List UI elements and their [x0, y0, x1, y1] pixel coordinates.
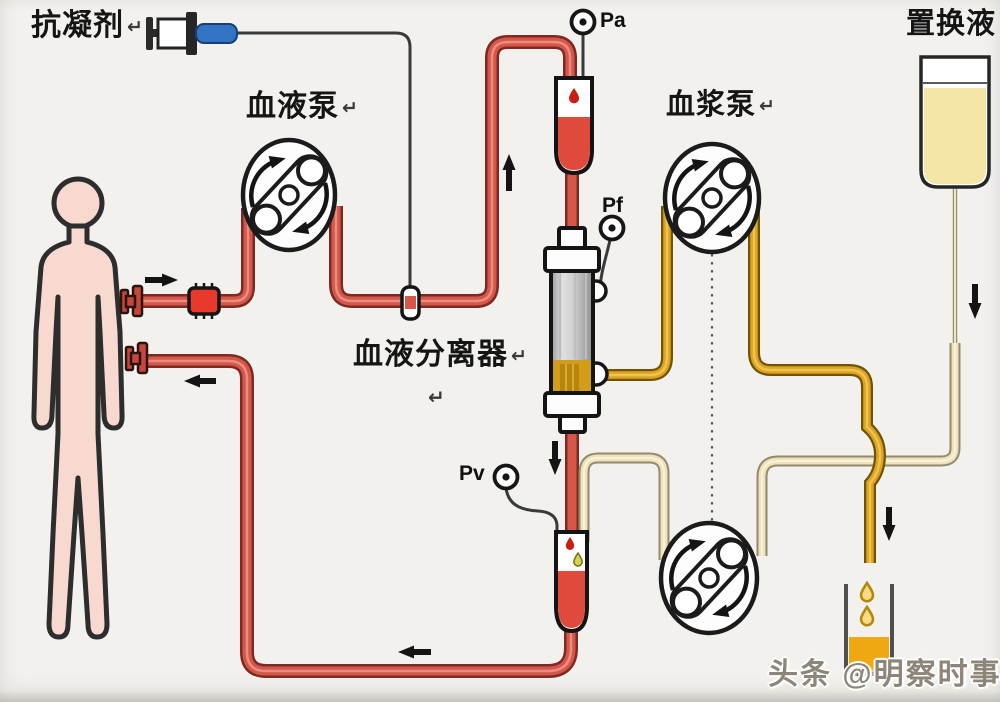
pv-gauge-line	[504, 487, 559, 540]
label-anticoagulant-text: 抗凝剂	[31, 9, 124, 42]
blood-separator-column	[543, 226, 609, 434]
plasma-pump-upper-icon	[662, 141, 762, 255]
label-blood-pump: 血液泵↵	[246, 92, 358, 122]
bottom-edge-shading	[0, 690, 1000, 702]
label-plasma-pump: 血浆泵↵	[666, 91, 775, 120]
return-mark-icon: ↵	[759, 96, 775, 117]
patient-head	[51, 176, 105, 230]
pa-gauge-icon	[569, 8, 597, 36]
pressure-gauges	[492, 8, 626, 491]
separator-bottom-cap	[543, 391, 601, 418]
label-pf: Pf	[602, 194, 623, 217]
pv-gauge-icon	[492, 463, 520, 491]
separator-top-cap	[543, 246, 601, 273]
label-pa: Pa	[600, 9, 626, 32]
label-replacement-fluid: 置换液	[906, 10, 996, 39]
plasma-drop-icon	[573, 551, 583, 567]
return-mark-icon: ↵	[342, 98, 358, 119]
patient-access-return-connector	[124, 341, 149, 375]
venous-drip-chamber	[554, 530, 589, 634]
label-replacement-fluid-text: 置换液	[906, 8, 997, 40]
return-mark-icon: ↵	[428, 387, 445, 409]
blood-drop-icon	[569, 88, 579, 104]
label-pv: Pv	[459, 462, 485, 485]
pf-gauge-icon	[598, 214, 626, 242]
return-mark-icon: ↵	[127, 17, 143, 38]
replacement-tubing	[578, 186, 961, 560]
waste-fluid	[849, 637, 889, 672]
blood-pump-icon	[240, 137, 338, 253]
replacement-fluid-bag	[919, 55, 991, 189]
label-anticoagulant: 抗凝剂↵	[31, 11, 143, 41]
waste-drop-icon	[859, 604, 875, 627]
label-plasma-pump-text: 血浆泵	[666, 89, 757, 121]
blood-drop-icon	[565, 537, 575, 551]
label-blood-separator-text: 血液分离器	[353, 338, 508, 371]
anticoagulant-line	[236, 31, 412, 294]
label-blood-pump-text: 血液泵	[246, 90, 339, 123]
flow-arrows	[145, 154, 982, 659]
plasma-pump-lower-icon	[658, 520, 760, 636]
plasma-tubing	[600, 206, 887, 563]
patient-figure	[31, 176, 125, 640]
arterial-drip-chamber	[554, 76, 594, 176]
anticoagulant-syringe-icon	[146, 12, 412, 294]
label-blood-separator: 血液分离器↵	[353, 340, 527, 370]
anticoagulant-junction	[400, 285, 421, 321]
patient-body	[31, 223, 125, 640]
return-mark-icon: ↵	[511, 346, 527, 367]
patient-access-draw-connector	[119, 284, 144, 318]
waste-drop-icon	[859, 580, 875, 603]
waste-beaker	[844, 580, 894, 676]
tube-clamp-icon	[187, 283, 221, 319]
watermark: 头条 @明察时事	[768, 658, 1000, 691]
